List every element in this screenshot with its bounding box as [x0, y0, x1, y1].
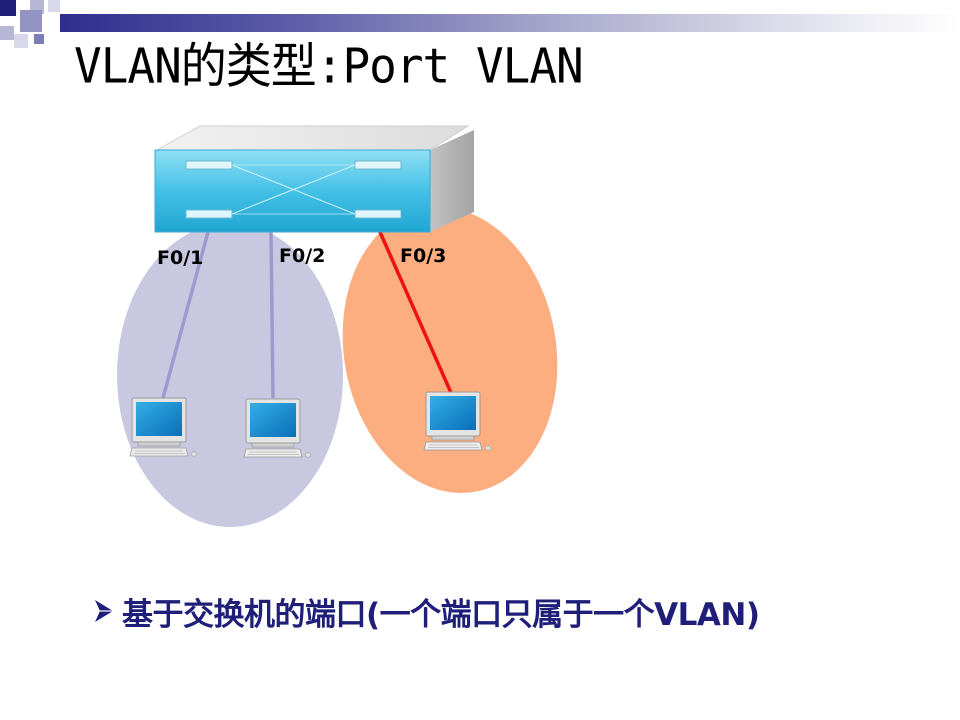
desktop-computer-icon [243, 398, 312, 458]
desktop-computer-icon [423, 391, 492, 451]
title-band [60, 14, 960, 32]
bullet-point: 基于交换机的端口(一个端口只属于一个VLAN) [92, 588, 760, 634]
network-switch-icon [154, 125, 474, 233]
desktop-computer-icon [129, 397, 198, 457]
port-label-f0-2: F0/2 [279, 245, 325, 267]
vlan-group-a-area [117, 223, 343, 527]
arrow-bullet-icon [95, 600, 113, 622]
port-label-f0-3: F0/3 [400, 245, 446, 267]
link-f0-2 [269, 231, 275, 399]
port-label-f0-1: F0/1 [157, 247, 203, 269]
link-f0-1 [161, 231, 210, 399]
link-f0-3 [378, 231, 454, 396]
vlan-group-b-area [342, 206, 558, 494]
bullet-text: 基于交换机的端口(一个端口只属于一个VLAN) [122, 596, 760, 633]
page-title: VLAN的类型:Port VLAN [74, 37, 584, 94]
